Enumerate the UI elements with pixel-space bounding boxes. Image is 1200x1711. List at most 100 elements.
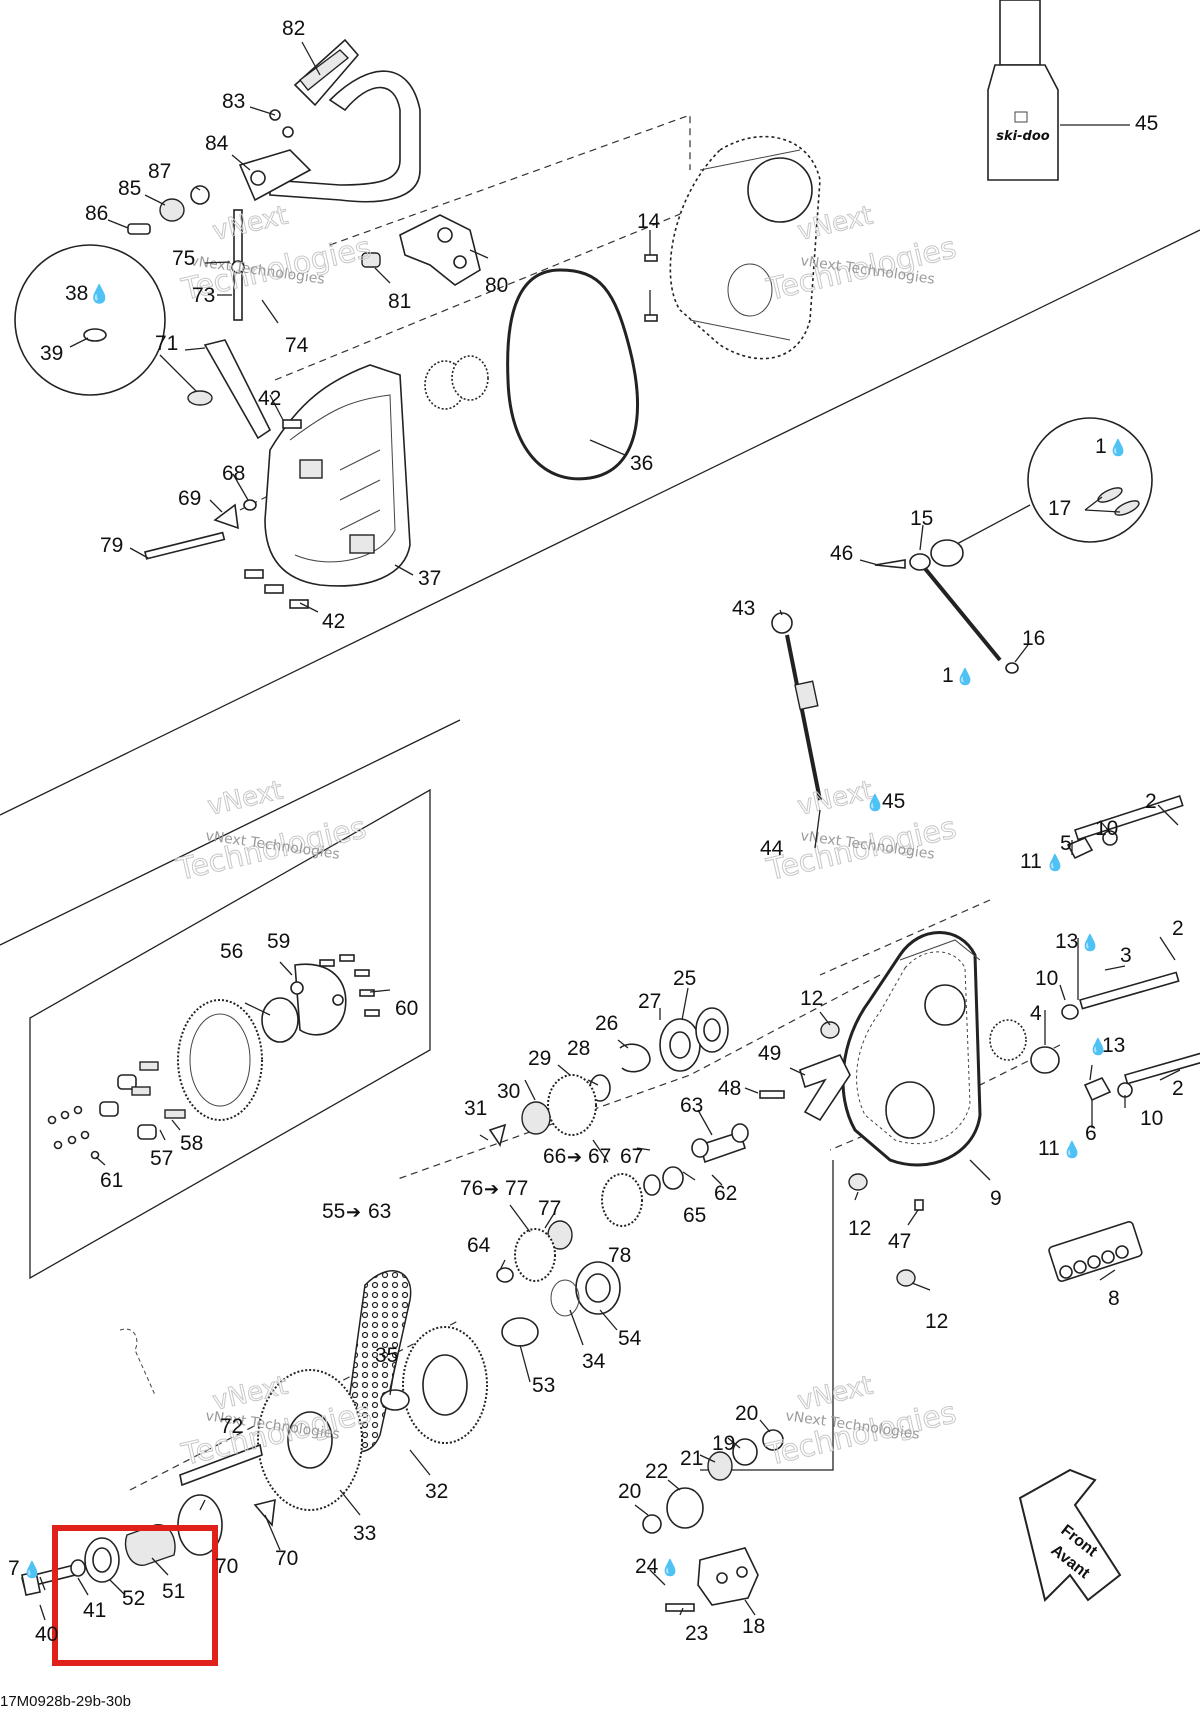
callout-33: 33 — [353, 1522, 376, 1545]
callout-7: 7 — [8, 1557, 20, 1580]
droplet-icon: 💧 — [1080, 933, 1100, 952]
callout-10-c: 10 — [1140, 1107, 1163, 1130]
callout-67-b: 67 — [620, 1145, 643, 1168]
callout-1-a: 1 — [1095, 435, 1107, 458]
callout-27: 27 — [638, 990, 661, 1013]
callout-32: 32 — [425, 1480, 448, 1503]
bolt-48 — [759, 1090, 785, 1099]
callout-70-b: 70 — [215, 1555, 238, 1578]
shaft-15 — [916, 558, 1002, 662]
seal-17-b — [1114, 500, 1140, 516]
separator-line — [0, 719, 461, 946]
callout-40: 40 — [35, 1623, 58, 1646]
bracket-80 — [399, 214, 481, 286]
brake-lever-assembly — [238, 38, 421, 203]
callout-63: 63 — [680, 1094, 703, 1117]
detail-circle-seals — [1027, 417, 1153, 543]
callout-45-top: 45 — [1135, 112, 1158, 135]
callout-61: 61 — [100, 1169, 123, 1192]
callout-leaders — [39, 41, 1181, 1621]
callout-83: 83 — [222, 90, 245, 113]
callout-65: 65 — [683, 1204, 706, 1227]
chaincase-cover-37 — [264, 364, 411, 587]
plug-set-8 — [1048, 1221, 1143, 1282]
callout-11-b: 11 — [1038, 1137, 1060, 1160]
callout-2-c: 2 — [1172, 1077, 1184, 1100]
callout-80: 80 — [485, 274, 508, 297]
callout-20-b: 20 — [618, 1480, 641, 1503]
ring-16 — [1005, 662, 1019, 674]
highlighted-parts-group — [21, 1524, 176, 1596]
callout-6: 6 — [1085, 1122, 1097, 1145]
callout-17: 17 — [1048, 497, 1071, 520]
callout-76: 76 — [460, 1177, 483, 1200]
nut-12c — [896, 1269, 916, 1287]
droplet-icon: 💧 — [1045, 853, 1065, 872]
callout-55: 55 — [322, 1200, 345, 1223]
detail-box-small-parts — [47, 954, 380, 1160]
callout-28: 28 — [567, 1037, 590, 1060]
callout-19: 19 — [712, 1432, 735, 1455]
clip-46 — [874, 559, 906, 569]
callout-24: 24 — [635, 1555, 659, 1578]
callout-86: 86 — [85, 202, 108, 225]
callout-35: 35 — [375, 1344, 398, 1367]
callout-11-a: 11 — [1020, 850, 1042, 873]
bracket-49 — [799, 1053, 851, 1122]
callout-12-a: 12 — [800, 987, 823, 1010]
bolt-86 — [127, 223, 151, 235]
detail-circle-oring — [14, 244, 166, 396]
callout-51: 51 — [162, 1580, 185, 1603]
callout-18: 18 — [742, 1615, 765, 1638]
callout-46: 46 — [830, 542, 853, 565]
drawing-code: 17M0928b-29b-30b — [0, 1693, 131, 1710]
droplet-icon: 💧 — [1088, 1037, 1108, 1056]
countershaft-components — [488, 1007, 749, 1347]
callout-36: 36 — [630, 452, 653, 475]
callout-58: 58 — [180, 1132, 203, 1155]
callout-3: 3 — [1120, 944, 1132, 967]
droplet-icon: 💧 — [955, 667, 975, 686]
callout-21: 21 — [680, 1447, 703, 1470]
oil-bottle-45: ski-doo — [987, 0, 1059, 181]
bottle-brand-label: ski-doo — [996, 129, 1049, 144]
callout-31: 31 — [464, 1097, 487, 1120]
callout-69: 69 — [178, 487, 201, 510]
callout-81: 81 — [388, 290, 411, 313]
callout-82: 82 — [282, 17, 305, 40]
sprocket-cluster — [424, 355, 489, 410]
washer-87 — [190, 185, 210, 205]
bushing-81 — [361, 252, 381, 268]
callout-79: 79 — [100, 534, 123, 557]
callout-59: 59 — [267, 930, 290, 953]
callout-16: 16 — [1022, 627, 1045, 650]
callout-13-b: 13 — [1102, 1034, 1125, 1057]
watermark-group: vNext Technologies vNext Technologies vN… — [172, 200, 960, 1474]
highlight-box-41-52-51 — [52, 1525, 218, 1666]
svg-text:vNext: vNext — [795, 776, 876, 822]
callout-68: 68 — [222, 462, 245, 485]
callout-9: 9 — [990, 1187, 1002, 1210]
main-chaincase-housing — [841, 931, 982, 1167]
callout-66-arrow: ➔ — [567, 1147, 582, 1167]
callout-55-arrow: ➔ — [346, 1202, 361, 1222]
callout-4: 4 — [1030, 1002, 1042, 1025]
callout-15: 15 — [910, 507, 933, 530]
callout-2-a: 2 — [1145, 790, 1157, 813]
dipstick-43 — [771, 612, 822, 801]
svg-text:vNext: vNext — [795, 1371, 876, 1417]
callout-14: 14 — [637, 210, 661, 233]
callout-53: 53 — [532, 1374, 555, 1397]
tensioner-assembly — [642, 1429, 784, 1612]
callout-labels: 82 83 84 87 85 86 75 73 74 71 38 💧 39 81… — [8, 17, 1184, 1646]
callout-42-b: 42 — [322, 610, 345, 633]
detail-box-55-63 — [29, 788, 431, 1280]
callout-62: 62 — [714, 1182, 737, 1205]
tube-71 — [203, 339, 272, 440]
droplet-icon: 💧 — [1108, 438, 1128, 457]
gasket-36 — [506, 268, 639, 481]
callout-12-c: 12 — [925, 1310, 948, 1333]
callout-1-b: 1 — [942, 664, 954, 687]
droplet-icon: 💧 — [88, 283, 110, 304]
